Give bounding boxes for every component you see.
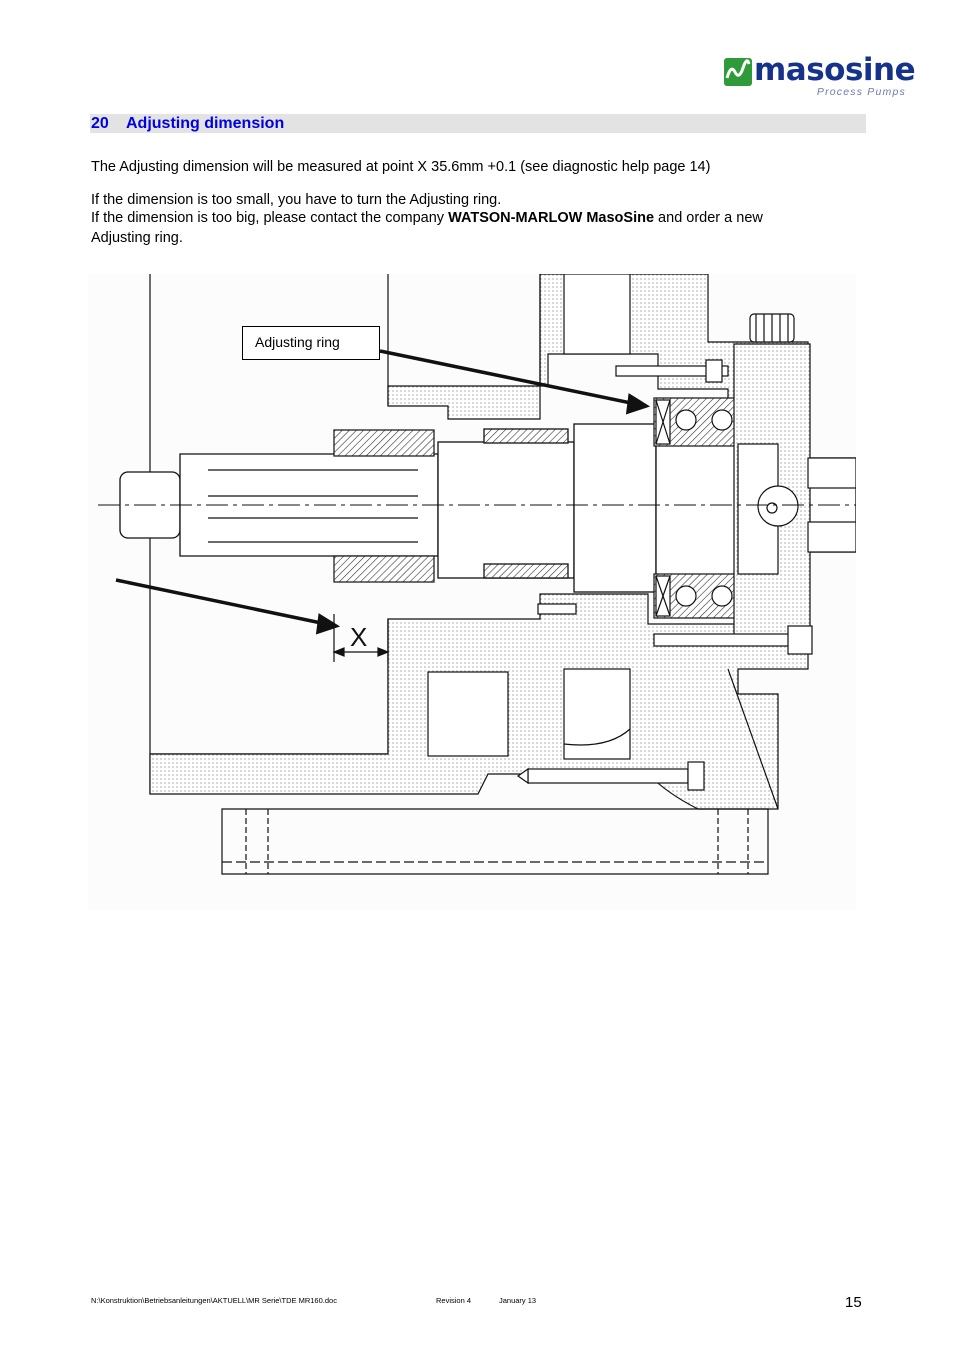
section-title: Adjusting dimension [126, 115, 285, 132]
footer-file-path: N:\Konstruktion\Betriebsanleitungen\AKTU… [91, 1296, 337, 1305]
section-number: 20 [91, 115, 109, 132]
base-frame [221, 668, 779, 875]
paragraph-too-big: If the dimension is too big, please cont… [91, 209, 871, 228]
lower-housing [149, 593, 809, 810]
paragraph-too-big-end: and order a new [654, 210, 763, 226]
upper-housing [387, 274, 809, 445]
bearing-upper [653, 397, 743, 447]
adjusting-ring-callout: Adjusting ring [242, 326, 380, 360]
paragraph-too-big-cont: Adjusting ring. [91, 230, 183, 246]
bearing-lower [653, 573, 743, 619]
shaft-collar-bottom [333, 555, 435, 583]
callout-arrows [115, 349, 651, 635]
dimension-x-label: X [350, 622, 367, 652]
company-name: WATSON-MARLOW MasoSine [448, 210, 655, 226]
logo-wordmark: masosine [754, 52, 916, 88]
housing-bolts [537, 359, 813, 655]
masosine-logo: masosine Process Pumps [724, 52, 916, 102]
logo-wave-icon [724, 58, 752, 86]
footer-date: January 13 [499, 1296, 537, 1305]
bottom-bolt [516, 761, 705, 791]
paragraph-too-small: If the dimension is too small, you have … [91, 192, 502, 208]
adjusting-ring-label: Adjusting ring [255, 334, 340, 350]
footer-revision: Revision 4 [436, 1296, 472, 1305]
logo-tagline: Process Pumps [816, 86, 906, 98]
dimension-x [332, 614, 390, 662]
section-heading-bar [90, 114, 866, 133]
shaft-collar-top [333, 429, 435, 457]
right-shaft [807, 457, 856, 553]
paragraph-too-big-start: If the dimension is too big, please cont… [91, 210, 449, 226]
paragraph-measurement: The Adjusting dimension will be measured… [91, 159, 711, 175]
adjusting-ring-drawing: X [88, 274, 856, 910]
end-cap [733, 313, 811, 645]
page-number: 15 [845, 1294, 862, 1311]
